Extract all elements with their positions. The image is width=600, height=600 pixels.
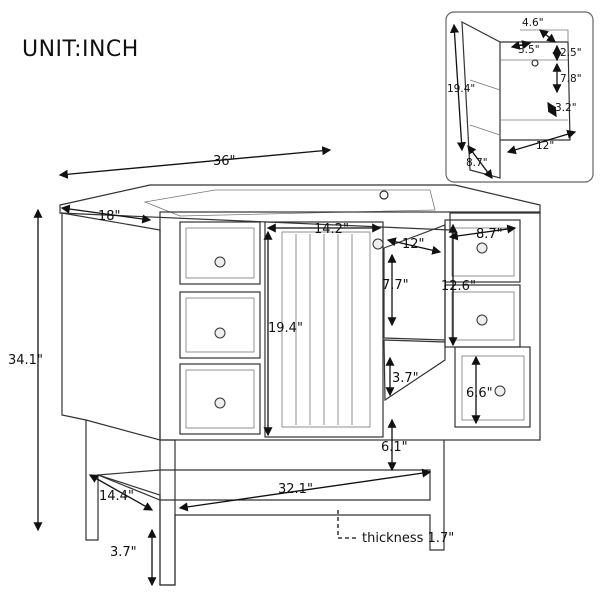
inset-height-label: 19.4" [447, 83, 475, 95]
countertop [59, 184, 541, 231]
left-drawer-2 [179, 291, 261, 359]
shelf-thickness-label: thickness 1.7" [362, 531, 454, 546]
knob-icon [476, 242, 488, 254]
inset-width-label: 8.7" [466, 157, 488, 169]
faucet-hole [379, 190, 389, 200]
drawer-width-label: 8.7" [476, 227, 503, 242]
inset-compartment-inner-label: 3.5" [518, 44, 540, 56]
depth-label: 18" [98, 209, 121, 224]
knob-icon [494, 385, 506, 397]
bottom-drawer-inner-label: 3.7" [392, 371, 419, 386]
width-label: 36" [213, 154, 236, 169]
leg-height-label: 3.7" [110, 545, 137, 560]
inset-middle-height-label: 7.8" [560, 73, 582, 85]
left-drawer-3 [179, 363, 261, 435]
door-knob-icon [372, 238, 384, 250]
dimension-lines [33, 146, 517, 587]
shelf-depth-label: 14.4" [99, 489, 134, 504]
cabinet-body [61, 211, 541, 441]
drawer-detail-inset: 4.6" 3.5" 2.5" 7.8" 3.2" 19.4" 12" 8.7" [445, 11, 594, 183]
door-height-label: 19.4" [268, 321, 303, 336]
drawer-stack-height-label: 12.6" [441, 279, 476, 294]
knob-icon [214, 397, 226, 409]
inset-compartment-outer-label: 4.6" [522, 17, 544, 29]
inset-top-tray-label: 2.5" [560, 47, 582, 59]
left-drawer-1 [179, 221, 261, 285]
drawer-depth-label: 12" [402, 237, 425, 252]
right-drawer-1 [444, 219, 521, 283]
right-drawer-3 [454, 346, 531, 428]
shelf-width-label: 32.1" [278, 482, 313, 497]
knob-icon [214, 327, 226, 339]
unit-title: UNIT:INCH [22, 37, 139, 62]
inset-bottom-lip-label: 3.2" [555, 102, 577, 114]
drawer-inner-height-label: 7.7" [382, 278, 409, 293]
height-label: 34.1" [8, 353, 43, 368]
bottom-drawer-front-label: 6.6" [466, 386, 493, 401]
knob-icon [476, 314, 488, 326]
knob-icon [214, 256, 226, 268]
inset-depth-label: 12" [536, 140, 554, 152]
shelf-clearance-label: 6.1" [381, 440, 408, 455]
door-width-label: 14.2" [314, 222, 349, 237]
